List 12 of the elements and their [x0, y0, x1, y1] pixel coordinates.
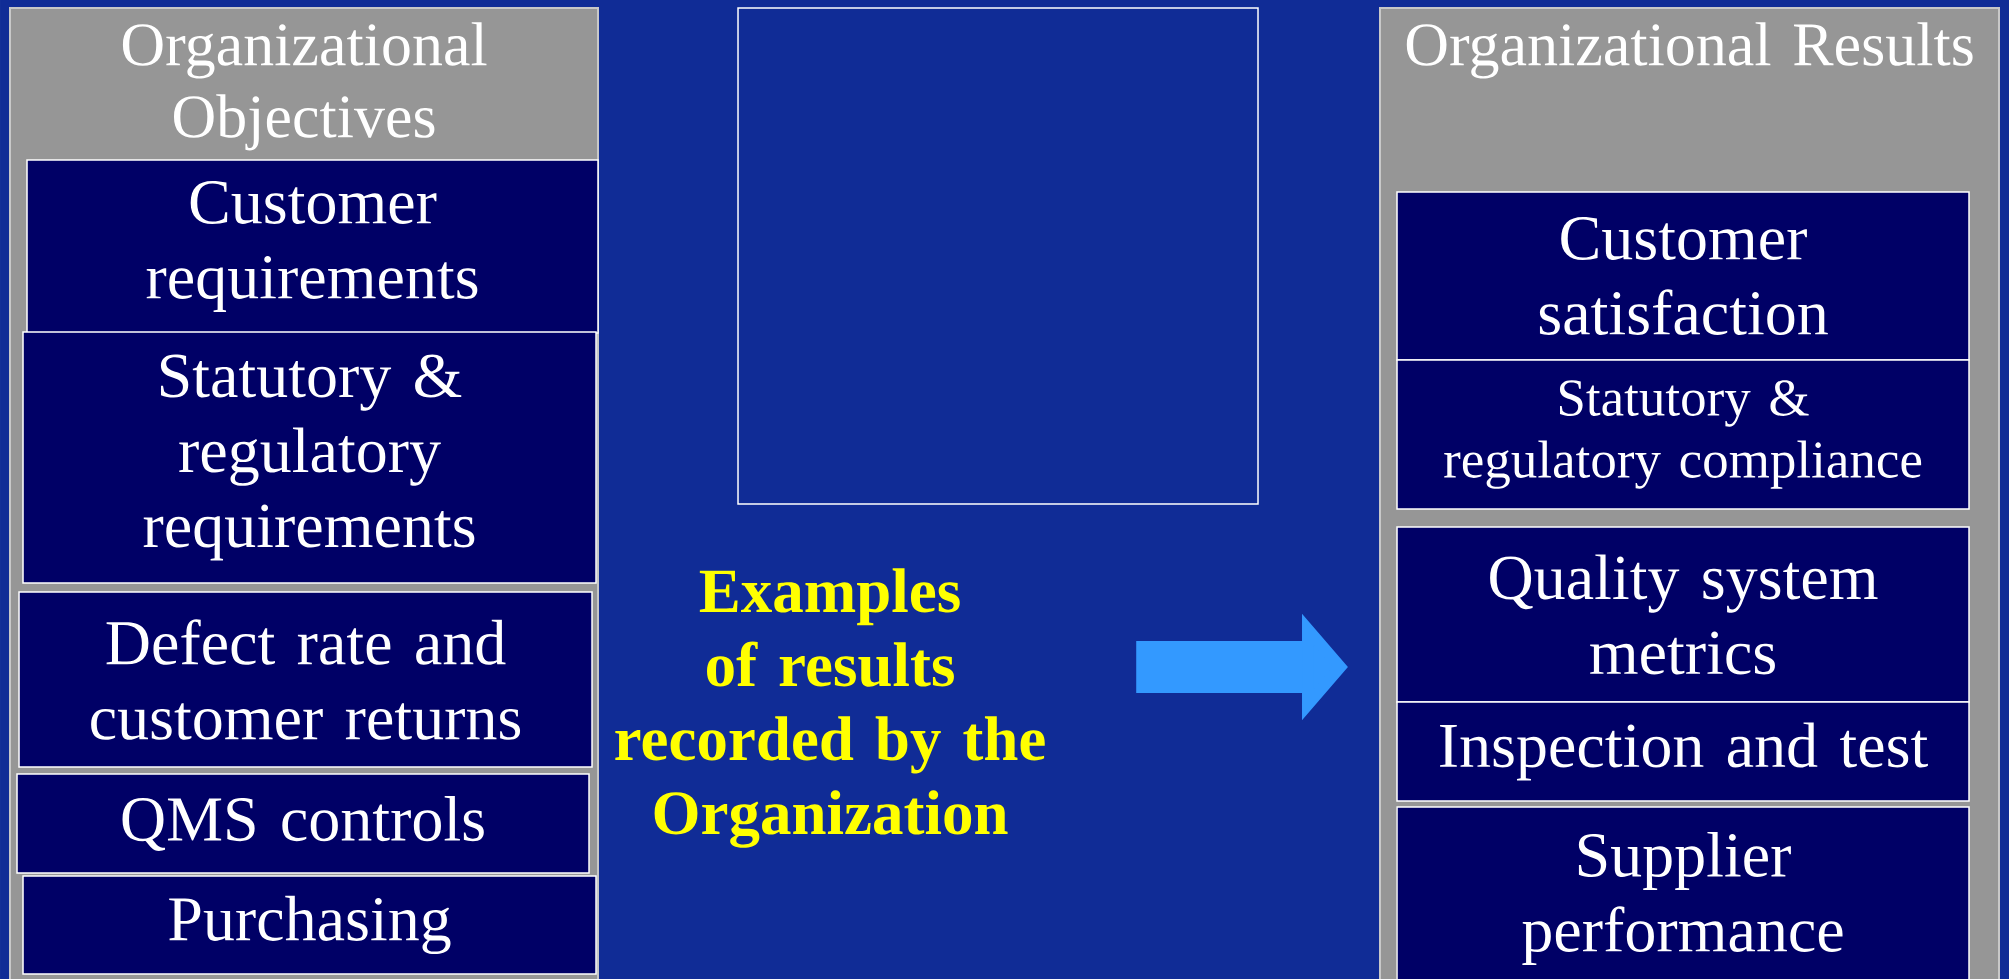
text-box: Customer requirements [26, 159, 599, 334]
text-box: Quality system metrics [1396, 526, 1970, 703]
highlight-text: Examples of results recorded by the Organization [615, 568, 1045, 848]
empty-frame [737, 7, 1259, 505]
text-box: Purchasing [22, 875, 597, 975]
text-box: QMS controls [16, 773, 590, 874]
text-box: Statutory & regulatory requirements [22, 331, 597, 584]
text-box: Customer satisfaction [1396, 191, 1970, 361]
text-box: Supplier performance [1396, 806, 1970, 979]
text-box: Statutory & regulatory compliance [1396, 359, 1970, 510]
text-box: Inspection and test [1396, 701, 1970, 802]
text-box: Defect rate and customer returns [18, 591, 593, 768]
